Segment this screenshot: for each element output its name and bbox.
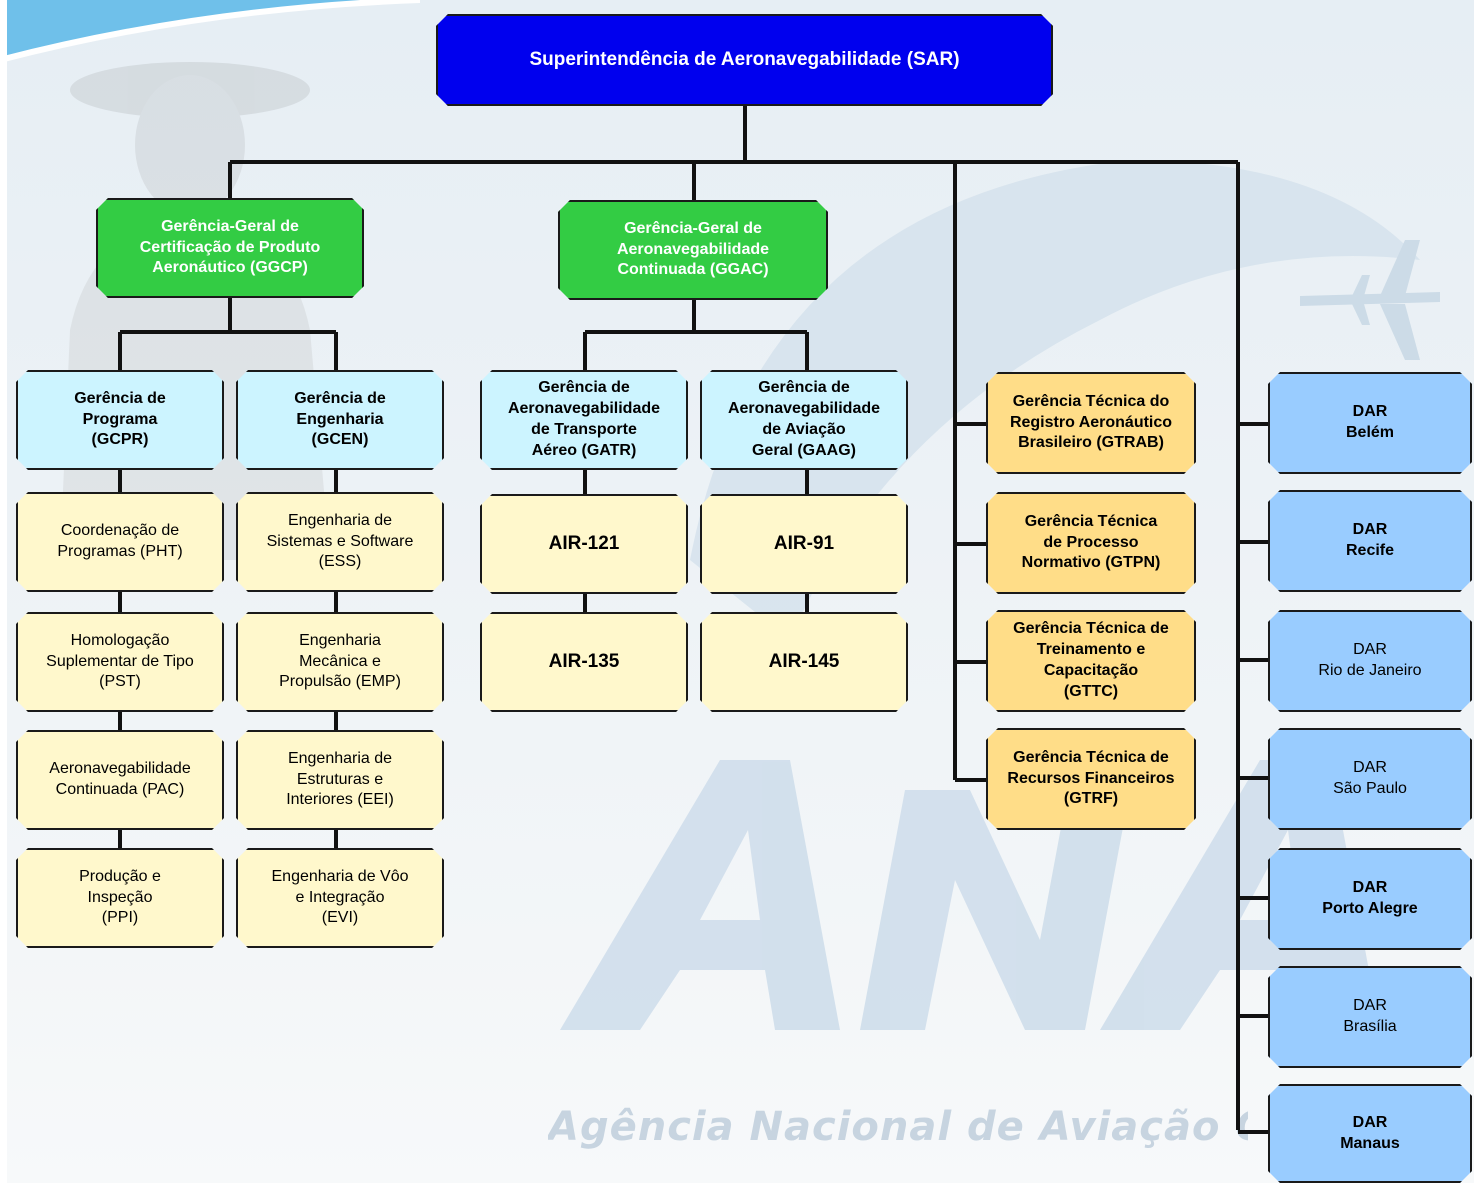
node-dar-recife: DAR Recife bbox=[1268, 490, 1472, 592]
node-eei: Engenharia de Estruturas e Interiores (E… bbox=[236, 730, 444, 830]
node-air-145: AIR-145 bbox=[700, 612, 908, 712]
dar-title: DAR bbox=[1352, 403, 1388, 421]
dar-title: DAR bbox=[1352, 521, 1388, 539]
node-dar-manaus: DAR Manaus bbox=[1268, 1084, 1472, 1183]
node-air-135-label: AIR-135 bbox=[548, 650, 620, 672]
node-eei-label: Engenharia de Estruturas e Interiores (E… bbox=[286, 749, 394, 809]
dar-city: Manaus bbox=[1340, 1134, 1400, 1152]
node-dar-porto-alegre: DAR Porto Alegre bbox=[1268, 848, 1472, 950]
node-emp: Engenharia Mecânica e Propulsão (EMP) bbox=[236, 612, 444, 712]
node-gcen: Gerência de Engenharia (GCEN) bbox=[236, 370, 444, 470]
node-ggcp: Gerência-Geral de Certificação de Produt… bbox=[96, 198, 364, 298]
node-gtrf-label: Gerência Técnica de Recursos Financeiros… bbox=[1007, 748, 1175, 808]
node-dar-sao-paulo: DAR São Paulo bbox=[1268, 728, 1472, 830]
dar-title: DAR bbox=[1353, 641, 1387, 659]
dar-title: DAR bbox=[1352, 1113, 1388, 1131]
node-gcpr: Gerência de Programa (GCPR) bbox=[16, 370, 224, 470]
dar-title: DAR bbox=[1353, 997, 1387, 1015]
node-gaag: Gerência de Aeronavegabilidade de Aviaçã… bbox=[700, 370, 908, 470]
node-ggcp-label: Gerência-Geral de Certificação de Produt… bbox=[139, 217, 321, 277]
dar-city: Recife bbox=[1345, 542, 1395, 559]
node-ggac-label: Gerência-Geral de Aeronavegabilidade Con… bbox=[616, 219, 770, 279]
dar-city: Porto Alegre bbox=[1322, 900, 1418, 917]
node-sar: Superintendência de Aeronavegabilidade (… bbox=[436, 14, 1053, 106]
node-air-121-label: AIR-121 bbox=[548, 532, 620, 554]
node-gtrf: Gerência Técnica de Recursos Financeiros… bbox=[986, 728, 1196, 830]
node-gtrab-label: Gerência Técnica do Registro Aeronáutico… bbox=[1009, 392, 1173, 452]
slide-frame-curve bbox=[0, 0, 420, 63]
node-gatr: Gerência de Aeronavegabilidade de Transp… bbox=[480, 370, 688, 470]
node-gtpn-label: Gerência Técnica de Processo Normativo (… bbox=[1021, 512, 1161, 572]
dar-city: Belém bbox=[1345, 424, 1395, 441]
slide-frame-left bbox=[0, 0, 7, 1183]
node-ess: Engenharia de Sistemas e Software (ESS) bbox=[236, 492, 444, 592]
node-gatr-label: Gerência de Aeronavegabilidade de Transp… bbox=[507, 379, 661, 459]
node-dar-rio-de-janeiro: DAR Rio de Janeiro bbox=[1268, 610, 1472, 712]
node-ppi: Produção e Inspeção (PPI) bbox=[16, 848, 224, 948]
node-ess-label: Engenharia de Sistemas e Software (ESS) bbox=[266, 511, 414, 571]
dar-title: DAR bbox=[1353, 759, 1387, 777]
dar-city: Rio de Janeiro bbox=[1318, 662, 1422, 679]
node-gttc-label: Gerência Técnica de Treinamento e Capaci… bbox=[1013, 620, 1169, 700]
node-emp-label: Engenharia Mecânica e Propulsão (EMP) bbox=[279, 631, 401, 691]
node-pst-label: Homologação Suplementar de Tipo (PST) bbox=[46, 631, 194, 691]
dar-city: São Paulo bbox=[1333, 780, 1407, 797]
node-pht: Coordenação de Programas (PHT) bbox=[16, 492, 224, 592]
node-pst: Homologação Suplementar de Tipo (PST) bbox=[16, 612, 224, 712]
airplane-icon bbox=[1300, 240, 1440, 360]
agency-name-watermark: Agência Nacional de Aviação Civil bbox=[548, 1104, 1248, 1150]
node-air-91-label: AIR-91 bbox=[773, 532, 835, 554]
dar-city: Brasília bbox=[1343, 1018, 1397, 1035]
node-gcpr-label: Gerência de Programa (GCPR) bbox=[74, 389, 166, 449]
node-evi-label: Engenharia de Vôo e Integração (EVI) bbox=[271, 867, 409, 927]
node-gtpn: Gerência Técnica de Processo Normativo (… bbox=[986, 492, 1196, 594]
node-ppi-label: Produção e Inspeção (PPI) bbox=[79, 867, 161, 927]
node-gaag-label: Gerência de Aeronavegabilidade de Aviaçã… bbox=[727, 379, 881, 459]
node-dar-brasilia: DAR Brasília bbox=[1268, 966, 1472, 1068]
anac-swoosh-watermark bbox=[690, 160, 1420, 640]
node-pht-label: Coordenação de Programas (PHT) bbox=[57, 522, 183, 560]
node-gcen-label: Gerência de Engenharia (GCEN) bbox=[294, 389, 386, 449]
node-pac: Aeronavegabilidade Continuada (PAC) bbox=[16, 730, 224, 830]
node-dar-belem: DAR Belém bbox=[1268, 372, 1472, 474]
node-pac-label: Aeronavegabilidade Continuada (PAC) bbox=[49, 760, 191, 798]
node-air-91: AIR-91 bbox=[700, 494, 908, 594]
node-ggac: Gerência-Geral de Aeronavegabilidade Con… bbox=[558, 200, 828, 300]
dar-title: DAR bbox=[1352, 879, 1388, 897]
node-air-145-label: AIR-145 bbox=[768, 650, 840, 672]
node-sar-label: Superintendência de Aeronavegabilidade (… bbox=[529, 48, 960, 70]
node-air-135: AIR-135 bbox=[480, 612, 688, 712]
node-evi: Engenharia de Vôo e Integração (EVI) bbox=[236, 848, 444, 948]
node-air-121: AIR-121 bbox=[480, 494, 688, 594]
node-gttc: Gerência Técnica de Treinamento e Capaci… bbox=[986, 610, 1196, 712]
node-gtrab: Gerência Técnica do Registro Aeronáutico… bbox=[986, 372, 1196, 474]
